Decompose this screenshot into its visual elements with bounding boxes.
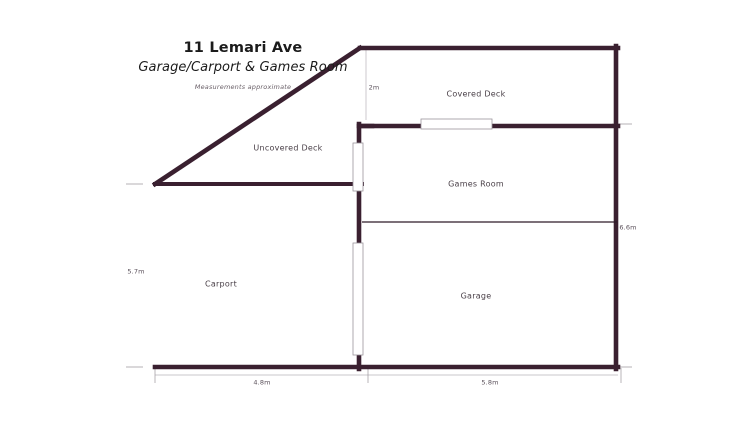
dimension-label-overall-height: 5.7m — [127, 267, 145, 276]
room-label-garage: Garage — [460, 291, 492, 301]
room-label-covered-deck: Covered Deck — [446, 89, 506, 99]
dimension-label-right-height: 6.6m — [619, 223, 637, 232]
openings — [352, 118, 493, 356]
measurements-note: Measurements approximate — [194, 83, 292, 91]
walls — [151, 43, 621, 372]
page-subtitle: Garage/Carport & Games Room — [138, 60, 348, 75]
games-room-door-opening — [352, 142, 364, 192]
wall-diagonal-roofline — [151, 44, 364, 188]
dimension-label-garage-width: 5.8m — [481, 378, 499, 387]
dimension-guides — [126, 50, 632, 383]
room-label-carport: Carport — [205, 279, 237, 289]
covered-deck-door-opening — [420, 118, 493, 130]
page-title: 11 Lemari Ave — [183, 40, 303, 56]
dimension-label-deck-depth: 2m — [368, 83, 380, 92]
title-block: 11 Lemari Ave Garage/Carport & Games Roo… — [128, 40, 358, 91]
dimension-label-carport-width: 4.8m — [253, 378, 271, 387]
garage-door-opening — [352, 242, 364, 356]
room-label-uncovered-deck: Uncovered Deck — [253, 143, 323, 153]
room-label-games-room: Games Room — [448, 179, 504, 189]
